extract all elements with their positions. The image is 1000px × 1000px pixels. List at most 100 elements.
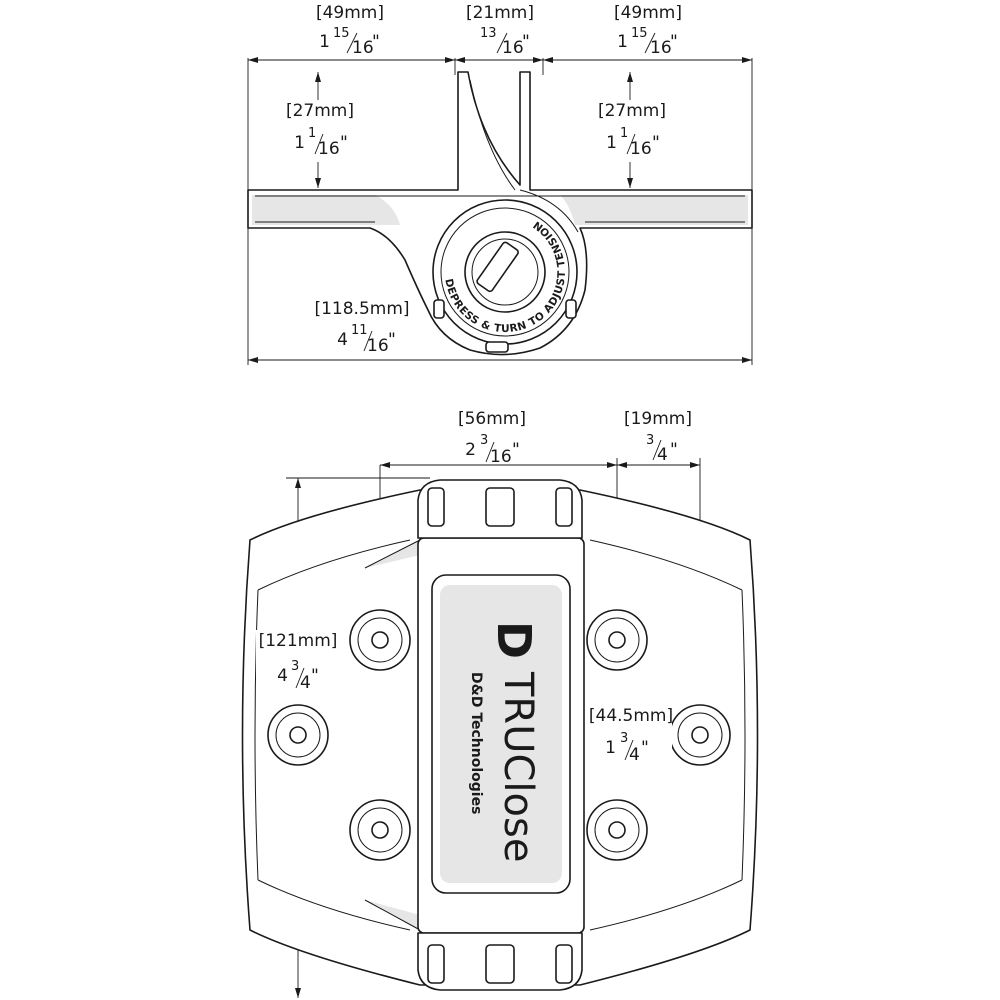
svg-text:4: 4 (300, 673, 311, 693)
tension-knob-inner (471, 238, 539, 306)
mounting-hole-bottom-right (586, 799, 648, 861)
svg-text:16: 16 (318, 139, 340, 159)
brand-logo: D (487, 621, 541, 659)
svg-text:2: 2 (465, 440, 476, 460)
bottom-center-width-label: [56mm] 2 3 16 " (458, 409, 526, 467)
plate-bevel-bottom-right (589, 879, 743, 931)
svg-text:": " (652, 133, 660, 153)
svg-text:": " (522, 32, 530, 52)
arrowhead (445, 57, 455, 63)
svg-text:[27mm]: [27mm] (286, 101, 354, 121)
svg-text:1: 1 (294, 133, 305, 153)
svg-text:16: 16 (352, 38, 374, 58)
svg-text:[27mm]: [27mm] (598, 101, 666, 121)
svg-text:": " (670, 440, 678, 460)
knuckle-rib (427, 944, 445, 984)
top-view: DEPRESS & TURN TO ADJUST TENSION (247, 57, 753, 365)
svg-text:": " (670, 32, 678, 52)
svg-text:16: 16 (650, 38, 672, 58)
knuckle-rib (555, 487, 573, 527)
svg-text:15: 15 (333, 26, 350, 41)
mounting-hole-bottom-left (349, 799, 411, 861)
arrowhead (248, 357, 258, 363)
svg-text:": " (340, 133, 348, 153)
plate-bevel-left (254, 589, 259, 881)
knob-tab-right (565, 299, 577, 319)
knob-tab-bottom (485, 341, 509, 353)
svg-text:1: 1 (308, 126, 316, 141)
svg-text:16: 16 (490, 447, 512, 467)
svg-text:[21mm]: [21mm] (466, 3, 534, 23)
plate-bevel-top-left (257, 539, 411, 591)
plate-bevel-bottom-left (257, 879, 411, 931)
svg-text:TRUClose: TRUClose (495, 671, 541, 862)
svg-text:[49mm]: [49mm] (316, 3, 384, 23)
adjust-slot (476, 241, 519, 293)
svg-text:": " (311, 666, 319, 686)
logo-letter: D (487, 621, 541, 659)
svg-text:[121mm]: [121mm] (259, 631, 338, 651)
svg-text:4: 4 (277, 666, 288, 686)
arrowhead (617, 462, 627, 468)
svg-text:": " (372, 32, 380, 52)
top-center-width-label: [21mm] 13 16 " (466, 3, 534, 58)
left-leaf-shading (252, 195, 400, 225)
mounting-hole-far-right (669, 704, 731, 766)
right-leaf-shading (560, 195, 748, 225)
knob-tab-left (433, 299, 445, 319)
svg-text:4: 4 (657, 445, 668, 465)
arrowhead (533, 57, 543, 63)
plate-bevel-right (741, 589, 746, 881)
plate-bevel-top-right (589, 539, 743, 591)
arrowhead (455, 57, 465, 63)
svg-text:1: 1 (319, 32, 330, 52)
arrowhead (315, 72, 321, 82)
left-leaf-height-label: [27mm] 1 1 16 " (282, 100, 354, 162)
top-right-width-label: [49mm] 1 15 16 " (614, 3, 682, 58)
svg-text:[44.5mm]: [44.5mm] (589, 706, 673, 726)
arrowhead (627, 72, 633, 82)
svg-text:3: 3 (646, 433, 654, 448)
svg-text:3: 3 (620, 731, 628, 746)
svg-text:1: 1 (605, 738, 616, 758)
svg-text:3: 3 (291, 659, 299, 674)
right-leaf-height-label: [27mm] 1 1 16 " (594, 100, 666, 162)
product-name: TRUClose (495, 671, 541, 862)
mounting-hole-far-left (267, 704, 329, 766)
overall-height-label: [121mm] 4 3 4 " (256, 630, 340, 694)
svg-text:1: 1 (617, 32, 628, 52)
svg-text:16: 16 (630, 139, 652, 159)
arrowhead (295, 988, 301, 998)
svg-text:": " (512, 440, 520, 460)
svg-text:D&D Technologies: D&D Technologies (468, 672, 484, 814)
arrowhead (315, 178, 321, 188)
svg-text:[56mm]: [56mm] (458, 409, 526, 429)
arrowhead (742, 57, 752, 63)
svg-text:1: 1 (606, 133, 617, 153)
knuckle-rib (485, 944, 515, 984)
svg-text:11: 11 (351, 323, 368, 338)
svg-text:[19mm]: [19mm] (624, 409, 692, 429)
overall-width-label: [118.5mm] 4 11 16 " (314, 299, 409, 356)
spring-arm-curve (469, 79, 516, 191)
svg-text:[49mm]: [49mm] (614, 3, 682, 23)
svg-text:": " (388, 330, 396, 350)
label-panel-shading (440, 585, 562, 883)
maker-name: D&D Technologies (468, 672, 484, 814)
knuckle-rib (427, 487, 445, 527)
svg-text:16: 16 (502, 38, 524, 58)
svg-text:3: 3 (480, 433, 488, 448)
svg-text:": " (641, 738, 649, 758)
top-left-width-label: [49mm] 1 15 16 " (316, 3, 384, 58)
hole-spacing-label: [44.5mm] 1 3 4 " (589, 704, 673, 768)
front-view: D TRUClose D&D Technologies (241, 458, 759, 998)
svg-text:[118.5mm]: [118.5mm] (314, 299, 409, 319)
arrowhead (295, 478, 301, 488)
arrowhead (543, 57, 553, 63)
bottom-hole-offset-label: [19mm] 3 4 " (624, 409, 692, 465)
svg-text:4: 4 (337, 330, 348, 350)
arrowhead (248, 57, 258, 63)
knuckle-rib (555, 944, 573, 984)
